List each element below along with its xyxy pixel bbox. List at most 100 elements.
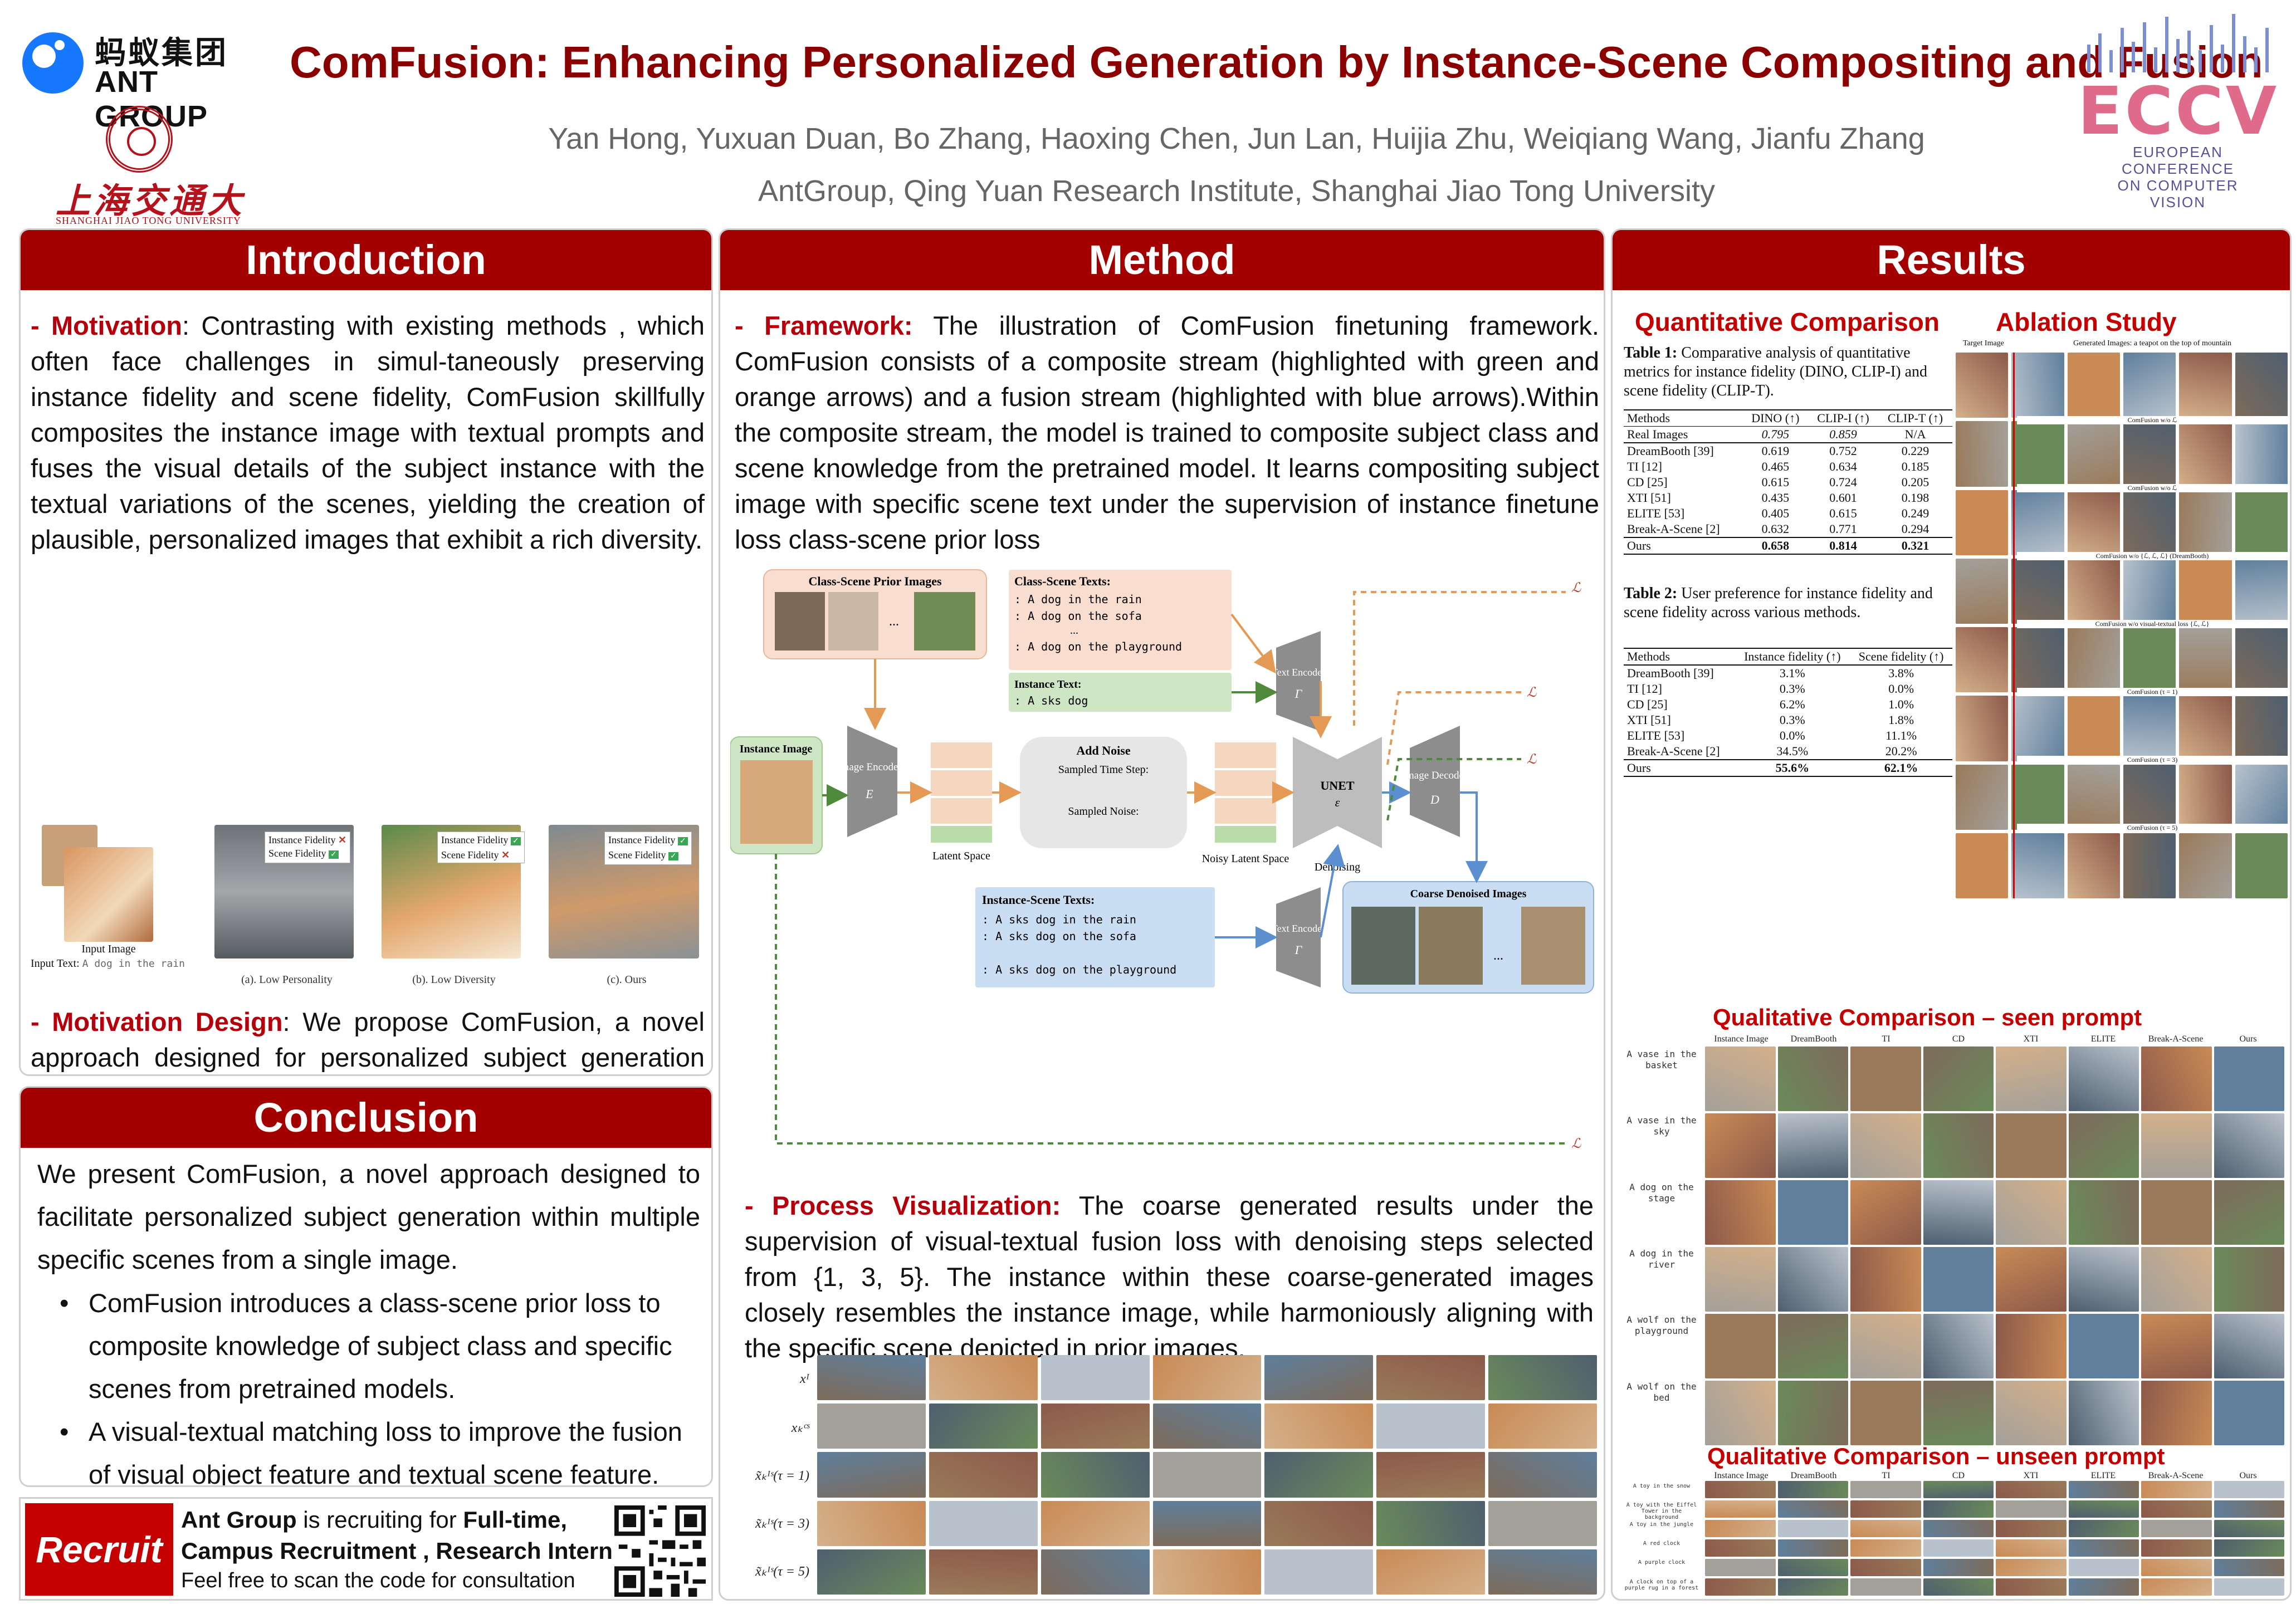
framework-diagram: Class-Scene Prior Images ... Class-Scene… <box>730 569 1594 1151</box>
qc-row-label: A purple clock <box>1638 1559 1686 1566</box>
table-cell: 0.632 <box>1761 522 1790 536</box>
unseen-image-tile <box>2141 1500 2212 1518</box>
ablation-image-tile <box>2179 353 2232 418</box>
recruit-line-3: Feel free to scan the code for consultat… <box>181 1569 575 1592</box>
table-cell: Ours <box>1624 537 1743 555</box>
ablation-row-label: ComFusion w/o ℒ <box>2017 484 2288 492</box>
badge-scene-label: Scene Fidelity <box>441 849 499 860</box>
ablation-image-tile <box>1956 490 2009 555</box>
badge-scene-label: Scene Fidelity <box>268 848 326 859</box>
eccv-sub-line: ON COMPUTER <box>2117 177 2239 194</box>
table-cell: XTI [51] <box>1627 713 1671 727</box>
ablation-row-label: ComFusion w/o {ℒ, ℒ, ℒ} (DreamBooth) <box>2017 552 2288 560</box>
seen-image-tile <box>2068 1247 2139 1312</box>
quantitative-title: Quantitative Comparison <box>1635 307 1940 336</box>
class-scene-text-n: : A dog on the playground <box>1014 640 1182 653</box>
table-cell: 11.1% <box>1885 728 1917 742</box>
qc-row-label: A dog in the river <box>1629 1248 1694 1270</box>
results-heading: Results <box>1613 230 2290 290</box>
gamma-symbol: Γ <box>1294 687 1303 701</box>
table-row: XTI [51]0.3%1.8% <box>1624 712 1952 728</box>
table-cell: 0.634 <box>1829 459 1857 473</box>
ablation-image-tile <box>2235 627 2288 693</box>
process-image-tile <box>1040 1549 1150 1595</box>
table-row-ours: Ours 0.658 0.814 0.321 <box>1624 537 1952 555</box>
process-image-tile <box>1488 1452 1597 1498</box>
image-encoder: Image Encoder E <box>837 726 902 837</box>
unseen-image-tile <box>2214 1539 2284 1557</box>
qc-row-label: A vase in the basket <box>1626 1049 1697 1070</box>
seen-image-tile <box>1777 1247 1848 1312</box>
table-cell: 20.2% <box>1885 744 1917 758</box>
coarse-dots: ... <box>1493 948 1503 963</box>
qc-column-label: Ours <box>2239 1471 2257 1480</box>
ablation-row-label: ComFusion w/o visual-textual loss {ℒ, ℒ} <box>2017 620 2288 628</box>
table-cell: 0.0% <box>1888 682 1914 696</box>
table-cell: Ours <box>1624 759 1735 777</box>
conclusion-text: We present ComFusion, a novel approach d… <box>37 1159 700 1274</box>
fig-low-personality: Instance Fidelity ✕ Scene Fidelity ✓ (a)… <box>214 825 359 986</box>
input-text-caption: Input Text: A dog in the rain <box>31 957 198 970</box>
table2-caption-text: User preference for instance fidelity an… <box>1624 585 1933 621</box>
table-header-cell: Scene fidelity (↑) <box>1850 648 1952 666</box>
table-cell: 62.1% <box>1850 759 1952 777</box>
process-image-tile <box>817 1500 926 1546</box>
class-scene-dots: ... <box>1070 624 1078 637</box>
ablation-image-tile <box>2123 833 2176 898</box>
process-image-tile <box>1264 1452 1374 1498</box>
image-decoder: Image Decoder D <box>1403 726 1468 837</box>
process-image-tile <box>1152 1500 1262 1546</box>
seen-image-grid <box>1705 1046 2284 1445</box>
unseen-image-tile <box>1923 1500 1994 1518</box>
process-image-tile <box>1264 1355 1374 1401</box>
decoder-symbol: D <box>1430 793 1439 806</box>
seen-image-tile <box>1705 1046 1776 1111</box>
unseen-image-tile <box>1996 1500 2067 1518</box>
seen-image-tile <box>1850 1381 1921 1445</box>
badge-instance-label: Instance Fidelity <box>608 834 676 845</box>
process-image-tile <box>1376 1500 1486 1546</box>
seen-image-tile <box>1923 1046 1994 1111</box>
process-row-label: xₖᶜˢ <box>791 1421 809 1435</box>
fig-ours: Instance Fidelity ✓ Scene Fidelity ✓ (c)… <box>549 825 705 986</box>
ablation-image-tile <box>2123 490 2176 555</box>
ablation-image-tile <box>2123 696 2176 761</box>
seen-image-tile <box>1923 1247 1994 1312</box>
ablation-image-tile <box>2067 833 2120 898</box>
process-image-tile <box>1152 1549 1262 1595</box>
process-image-tile <box>1040 1500 1150 1546</box>
unseen-image-tile <box>2068 1500 2139 1518</box>
table2-caption-label: Table 2: <box>1624 585 1678 602</box>
class-scene-texts-label: Class-Scene Texts: <box>1014 574 1111 588</box>
ablation-image-tile <box>2067 558 2120 624</box>
unseen-image-tile <box>1705 1578 1776 1596</box>
ablation-image-tile <box>2011 764 2064 830</box>
unseen-image-tile <box>2141 1520 2212 1537</box>
table-row: Real Images 0.795 0.859 N/A <box>1624 427 1952 443</box>
eccv-sub-line: CONFERENCE <box>2121 160 2234 177</box>
coarse-denoised-box: Coarse Denoised Images ... <box>1342 881 1594 994</box>
unseen-image-tile <box>1705 1500 1776 1518</box>
ablation-image-tile <box>2067 696 2120 761</box>
check-icon: ✓ <box>668 852 678 860</box>
unseen-image-tile <box>1923 1559 1994 1576</box>
table-cell: 0.724 <box>1829 475 1857 489</box>
instance-scene-texts-label: Instance-Scene Texts: <box>982 893 1095 907</box>
table-cell: 0.615 <box>1761 475 1790 489</box>
qr-code-icon[interactable] <box>614 1505 706 1597</box>
table-cell: 0.601 <box>1829 491 1857 505</box>
unseen-image-tile <box>2214 1520 2284 1537</box>
unseen-image-tile <box>1777 1578 1848 1596</box>
ablation-image-tile <box>2235 696 2288 761</box>
eccv-sub-line: VISION <box>2150 194 2206 211</box>
ablation-image-tile <box>2123 353 2176 418</box>
table-cell: DreamBooth [39] <box>1624 664 1735 681</box>
sjtu-seal-icon <box>106 106 173 173</box>
table-cell: 0.294 <box>1901 522 1929 536</box>
table1-caption: Table 1: Comparative analysis of quantit… <box>1624 344 1952 400</box>
sampled-noise-label: Sampled Noise: <box>1068 805 1139 818</box>
